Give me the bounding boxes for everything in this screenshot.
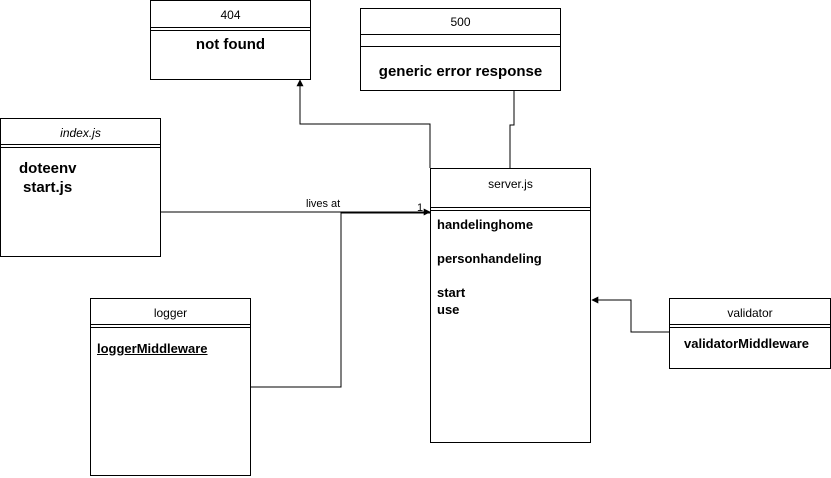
class-line-doteenv: doteenv	[19, 160, 77, 177]
class-body-500: generic error response	[378, 63, 543, 80]
edge-server-to-404	[296, 79, 431, 168]
class-box-validator[interactable]: validator validatorMiddleware	[669, 298, 831, 369]
edge-server-to-500	[509, 81, 518, 168]
class-box-index-js[interactable]: index.js doteenv start.js	[0, 118, 161, 257]
class-box-404[interactable]: 404 not found	[150, 0, 311, 80]
divider	[1, 144, 160, 145]
class-title-validator: validator	[727, 306, 773, 320]
class-title-404: 404	[220, 8, 241, 22]
class-body-404: not found	[195, 36, 266, 53]
class-title-index-js: index.js	[60, 126, 101, 140]
class-title-logger: logger	[153, 306, 188, 320]
divider	[431, 210, 590, 211]
divider	[361, 34, 560, 35]
divider	[1, 147, 160, 148]
class-box-500[interactable]: 500 generic error response	[360, 8, 561, 91]
class-title-500: 500	[450, 15, 471, 29]
edge-validator-to-server	[591, 296, 669, 333]
edge-multiplicity: 1	[417, 202, 424, 214]
divider	[670, 324, 830, 325]
class-line-handelinghome: handelinghome	[437, 217, 534, 232]
divider	[91, 327, 250, 328]
divider	[670, 327, 830, 328]
class-box-logger[interactable]: logger loggerMiddleware	[90, 298, 251, 476]
divider	[151, 27, 310, 28]
divider	[151, 30, 310, 31]
class-title-server-js: server.js	[488, 177, 533, 191]
class-line-start-js: start.js	[23, 179, 73, 196]
class-line-personhandeling: personhandeling	[437, 251, 542, 266]
class-line-start: start	[437, 285, 466, 300]
class-line-use: use	[437, 302, 460, 317]
class-line-validator-middleware: validatorMiddleware	[684, 336, 809, 351]
edge-label-lives-at: lives at	[306, 198, 341, 210]
divider	[431, 207, 590, 208]
edge-logger-to-server	[250, 212, 430, 388]
divider	[91, 324, 250, 325]
divider	[361, 46, 560, 47]
class-line-logger-middleware: loggerMiddleware	[97, 341, 208, 356]
class-box-server-js[interactable]: server.js handelinghome personhandeling …	[430, 168, 591, 443]
